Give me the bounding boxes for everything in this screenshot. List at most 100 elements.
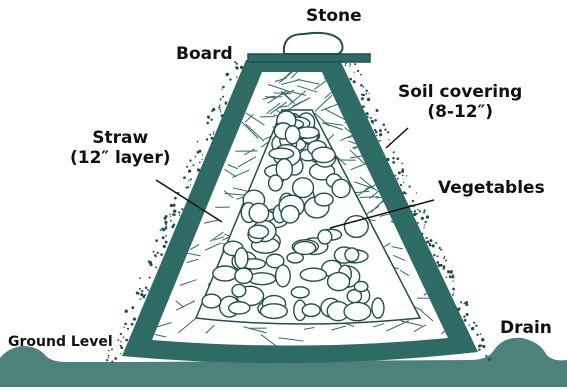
soil-speck [370, 117, 372, 119]
soil-speck [219, 105, 221, 107]
label-soil-covering: Soil covering (8-12″) [398, 82, 522, 123]
soil-speck [401, 163, 403, 165]
soil-speck [373, 123, 374, 124]
soil-speck [140, 293, 143, 296]
soil-speck [222, 96, 224, 98]
soil-speck [170, 216, 171, 217]
soil-speck [345, 63, 347, 65]
soil-speck [425, 237, 427, 239]
soil-speck [361, 97, 364, 100]
vegetable [328, 273, 350, 291]
soil-speck [221, 114, 224, 117]
soil-speck [229, 78, 231, 80]
soil-speck [160, 253, 163, 256]
soil-speck [367, 116, 369, 118]
soil-speck [131, 323, 134, 326]
soil-speck [480, 333, 482, 335]
soil-speck [165, 235, 167, 237]
soil-speck [437, 255, 439, 257]
leader-soil [386, 128, 408, 148]
soil-speck [436, 261, 439, 264]
soil-speck [449, 275, 452, 278]
soil-speck [349, 78, 352, 81]
soil-speck [398, 171, 401, 174]
soil-speck [423, 212, 425, 214]
soil-speck [127, 328, 129, 330]
soil-speck [457, 308, 460, 311]
soil-speck [133, 318, 136, 321]
soil-speck [147, 289, 149, 291]
vegetable [300, 268, 326, 281]
soil-speck [392, 161, 395, 164]
soil-speck [120, 341, 121, 342]
soil-speck [354, 72, 355, 73]
soil-speck [236, 66, 239, 69]
soil-speck [123, 336, 125, 338]
soil-speck [125, 310, 128, 313]
soil-speck [131, 306, 134, 309]
soil-speck [378, 140, 379, 141]
soil-speck [473, 322, 475, 324]
soil-speck [411, 211, 412, 212]
soil-speck [234, 61, 236, 63]
soil-speck [172, 213, 175, 216]
vegetable [312, 147, 335, 162]
vegetable [202, 294, 221, 308]
soil-speck [423, 209, 425, 211]
vegetable [372, 298, 384, 318]
soil-speck [419, 210, 421, 212]
soil-speck [173, 209, 176, 212]
soil-speck [139, 277, 141, 279]
soil-speck [165, 227, 168, 230]
soil-speck [155, 239, 158, 242]
soil-speck [469, 324, 471, 326]
soil-speck [194, 156, 196, 158]
soil-speck [188, 169, 191, 172]
soil-speck [218, 106, 220, 108]
soil-speck [225, 73, 228, 76]
soil-speck [412, 200, 414, 202]
soil-speck [350, 63, 352, 65]
soil-speck [429, 243, 431, 245]
vegetable [344, 302, 371, 320]
vegetable [294, 242, 316, 255]
vegetable [318, 230, 332, 244]
soil-speck [387, 131, 389, 133]
vegetable [235, 268, 253, 283]
soil-speck [452, 294, 454, 296]
soil-speck [160, 229, 162, 231]
soil-speck [438, 264, 441, 267]
soil-speck [481, 338, 484, 341]
soil-speck [397, 178, 399, 180]
vegetable [249, 225, 269, 238]
soil-speck [478, 345, 481, 348]
vegetable [293, 178, 314, 198]
soil-speck [125, 339, 128, 342]
soil-speck [374, 119, 377, 122]
soil-speck [345, 65, 346, 66]
soil-speck [452, 276, 455, 279]
soil-speck [192, 164, 194, 166]
soil-speck [485, 355, 487, 357]
soil-speck [379, 129, 382, 132]
soil-speck [476, 334, 478, 336]
soil-speck [136, 291, 139, 294]
label-stone: Stone [306, 6, 362, 26]
soil-speck [450, 270, 453, 273]
soil-speck [365, 112, 368, 115]
soil-speck [421, 217, 424, 220]
soil-speck [171, 225, 174, 228]
soil-speck [179, 214, 180, 215]
vegetable [235, 248, 248, 269]
vegetable [276, 265, 291, 287]
soil-speck [395, 175, 397, 177]
soil-speck [222, 86, 225, 89]
soil-speck [374, 129, 376, 131]
soil-speck [490, 358, 492, 360]
soil-speck [471, 327, 474, 330]
soil-speck [452, 280, 453, 281]
soil-speck [445, 260, 447, 262]
soil-speck [435, 242, 437, 244]
soil-speck [371, 120, 374, 123]
